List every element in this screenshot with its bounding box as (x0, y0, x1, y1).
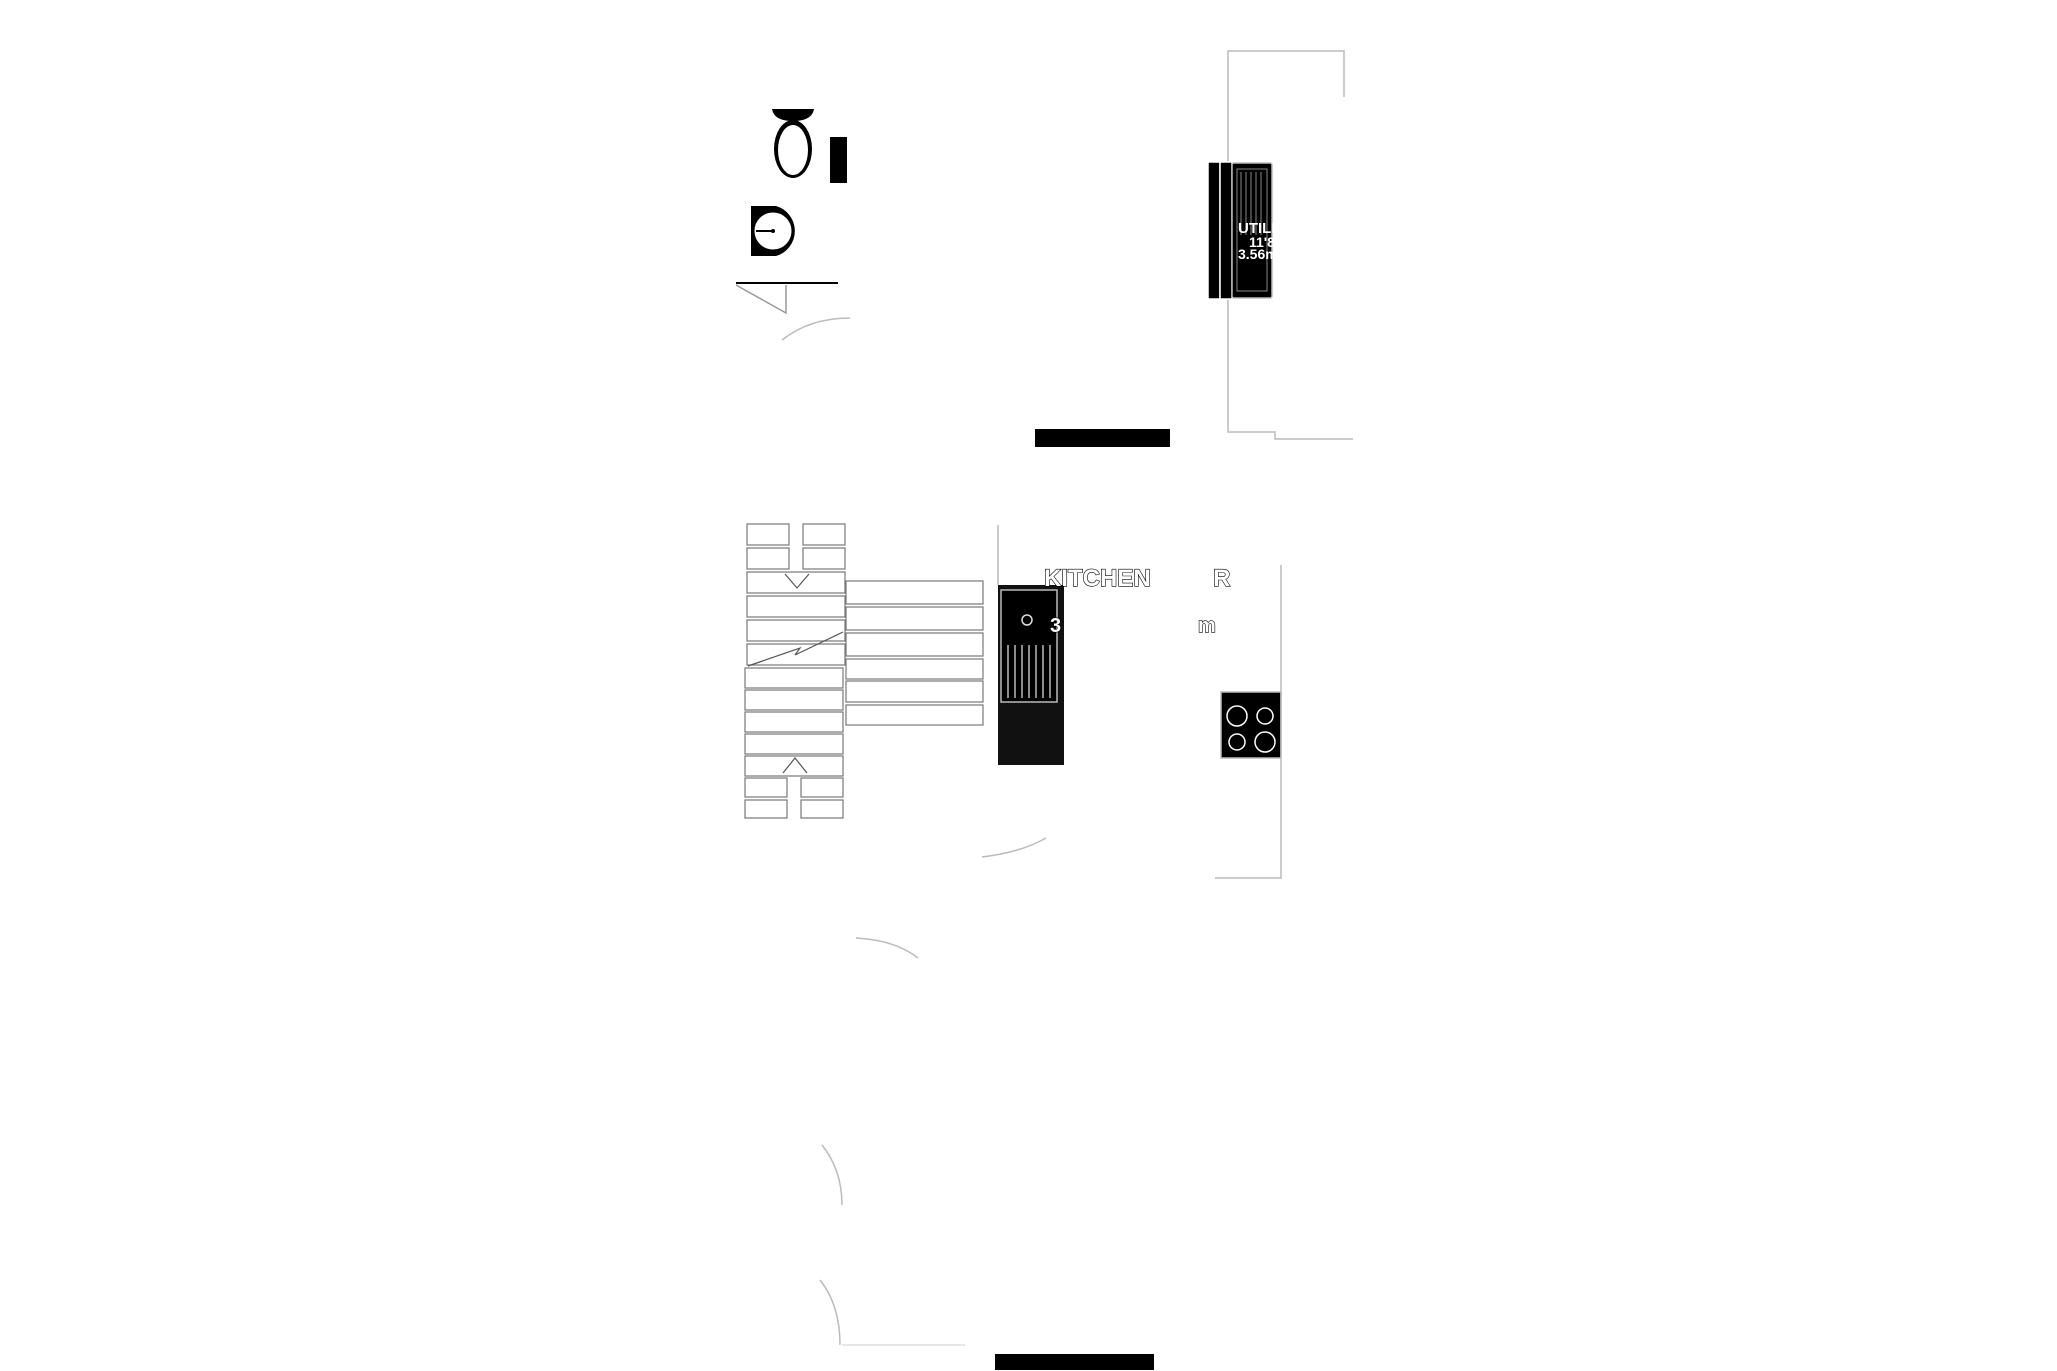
wall-section (1033, 427, 1172, 449)
kitchen-room-name: KITCHEN (1044, 565, 1151, 592)
radiator-icon (828, 135, 849, 185)
utility-dim-metric: 3.56m (1238, 246, 1278, 262)
appliance-left (1207, 161, 1221, 300)
kitchen-metric-fragment: m (1198, 615, 1216, 637)
stair-break-line (747, 631, 844, 667)
staircase (744, 523, 984, 819)
kitchen-right-wall (1215, 565, 1282, 879)
stair-arrow-down-icon (784, 573, 810, 589)
kitchen-sink-icon (998, 585, 1064, 765)
stair-arrow-up-icon (782, 757, 808, 774)
door-arc (821, 1144, 843, 1206)
door-arc (781, 317, 851, 341)
utility-room-name: UTILI (1238, 220, 1276, 237)
door-arc (855, 937, 919, 959)
kitchen-dim-fragment: 3 (1050, 615, 1061, 637)
door-arc (981, 837, 1047, 858)
utility-wall (1227, 50, 1353, 440)
appliance-left-2 (1219, 161, 1233, 300)
utility-dim-imperial: 11'8 (1249, 234, 1275, 250)
kitchen-room-name-tail: R (1213, 565, 1230, 592)
wall-section (993, 1352, 1156, 1371)
hob-icon (1220, 691, 1282, 759)
toilet-icon (772, 109, 814, 178)
basin-icon (751, 206, 795, 256)
door-swing (735, 284, 787, 315)
door-arc (819, 1279, 841, 1346)
utility-sink-icon (1231, 162, 1273, 299)
